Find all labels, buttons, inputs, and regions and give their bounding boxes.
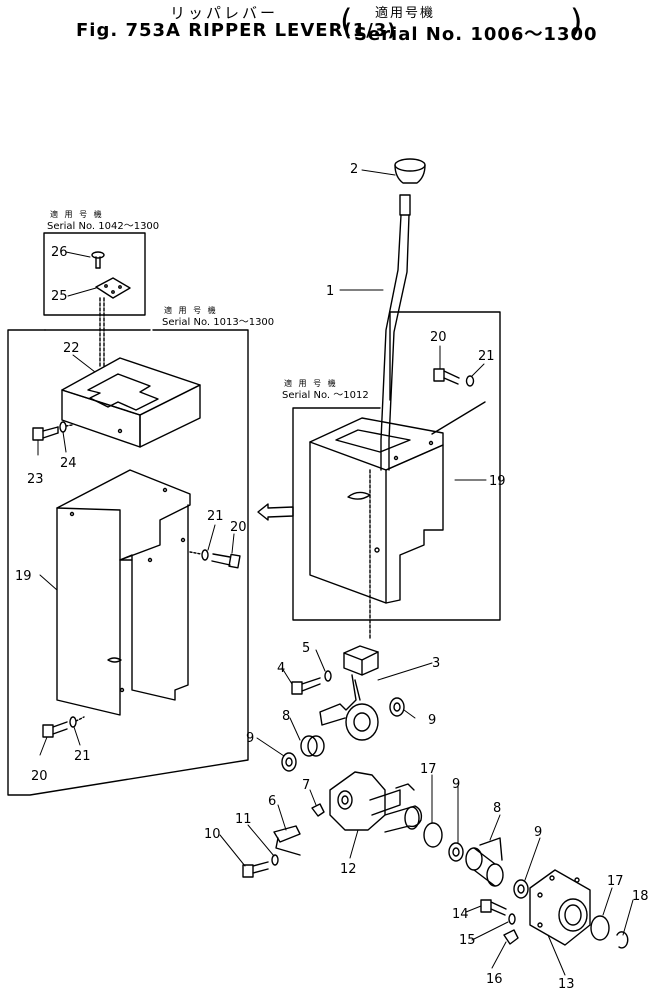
callout-16: 16 (486, 972, 503, 987)
part-4-bolt (291, 677, 321, 695)
callout-8-right: 8 (493, 801, 501, 816)
callout-6: 6 (268, 794, 276, 809)
part-17-washer-right (590, 915, 610, 941)
callout-26: 26 (51, 245, 68, 260)
left-paren: ( (340, 2, 353, 40)
part-16-grease-fitting (503, 929, 519, 945)
part-19-shroud-left (56, 469, 191, 716)
part-19-shroud-right (309, 401, 486, 604)
part-15-washer (508, 913, 516, 925)
callout-4: 4 (277, 661, 285, 676)
part-5-washer (324, 670, 332, 682)
callout-25: 25 (51, 289, 68, 304)
part-7-fitting (311, 803, 325, 817)
callout-24: 24 (60, 456, 77, 471)
part-18-snap-ring (616, 931, 629, 949)
callout-5: 5 (302, 641, 310, 656)
note-small-box-jp: 適 用 号 機 (50, 210, 104, 219)
part-24-washer (59, 421, 67, 433)
figure-title: Fig. 753A RIPPER LEVER(1/3) (76, 20, 397, 41)
callout-9-upper: 9 (428, 713, 436, 728)
part-22-cover (61, 357, 201, 448)
part-20-bolt-left-lower (42, 721, 68, 738)
part-9-bearing-center (448, 842, 464, 862)
callout-19-left: 19 (15, 569, 32, 584)
part-21-washer-left-lower (69, 716, 77, 728)
part-10-bolt (242, 861, 269, 878)
part-23-bolt (32, 426, 59, 441)
callout-9-center: 9 (452, 777, 460, 792)
part-17-washer-center (423, 822, 443, 848)
callout-20-left-upper: 20 (230, 520, 247, 535)
callout-21-left-lower: 21 (74, 749, 91, 764)
callout-8-upper: 8 (282, 709, 290, 724)
part-9-bearing-left (281, 752, 297, 772)
callout-2: 2 (350, 162, 358, 177)
part-9-bearing-upper (389, 697, 405, 717)
callout-19-right: 19 (489, 474, 506, 489)
view-arrow (257, 503, 294, 521)
right-box-frame (292, 311, 501, 621)
callout-10: 10 (204, 827, 221, 842)
callout-7: 7 (302, 778, 310, 793)
part-8-bushing-left (300, 735, 325, 757)
callout-18: 18 (632, 889, 649, 904)
part-14-bolt (480, 899, 507, 916)
callout-21-right: 21 (478, 349, 495, 364)
note-left-box-jp: 適 用 号 機 (164, 306, 218, 315)
callout-22: 22 (63, 341, 80, 356)
callout-13: 13 (558, 977, 575, 992)
title-japanese: リッパレバー (170, 4, 279, 22)
callout-9-right: 9 (534, 825, 542, 840)
small-box-frame (43, 232, 146, 316)
part-26-screw (91, 251, 105, 269)
callout-23: 23 (27, 472, 44, 487)
part-21-washer-left-upper (201, 549, 209, 561)
serial-japanese: 適用号機 (375, 6, 436, 21)
part-12-housing (329, 771, 423, 833)
right-paren: ) (570, 2, 583, 40)
serial-range: Serial No. 1006～1300 (354, 24, 598, 45)
part-2-knob (394, 158, 426, 184)
callout-12: 12 (340, 862, 357, 877)
part-6-pin (273, 825, 301, 856)
part-1-lever (380, 194, 411, 471)
part-3-lever-arm (319, 645, 379, 741)
callout-20-left-lower: 20 (31, 769, 48, 784)
part-20-bolt-right (433, 368, 460, 385)
note-small-box-serial: Serial No. 1042～1300 (47, 221, 160, 232)
part-21-washer-right (465, 375, 475, 387)
part-13-flange (529, 869, 591, 946)
part-25-plate (95, 277, 131, 299)
callout-1: 1 (326, 284, 334, 299)
callout-21-left-upper: 21 (207, 509, 224, 524)
part-8-bushing-right (465, 837, 504, 887)
note-right-box-serial: Serial No. ～1012 (282, 390, 369, 401)
callout-15: 15 (459, 933, 476, 948)
callout-20-right: 20 (430, 330, 447, 345)
callout-3: 3 (432, 656, 440, 671)
callout-9-left: 9 (246, 731, 254, 746)
part-9-bearing-right (513, 879, 529, 899)
left-box-frame (7, 329, 249, 796)
note-left-box-serial: Serial No. 1013～1300 (162, 317, 275, 328)
note-right-box-jp: 適 用 号 機 (284, 379, 338, 388)
callout-11: 11 (235, 812, 252, 827)
callout-14: 14 (452, 907, 469, 922)
part-20-bolt-left-upper (211, 553, 241, 569)
part-11-washer (271, 854, 279, 866)
callout-17-right: 17 (607, 874, 624, 889)
callout-17-center: 17 (420, 762, 437, 777)
